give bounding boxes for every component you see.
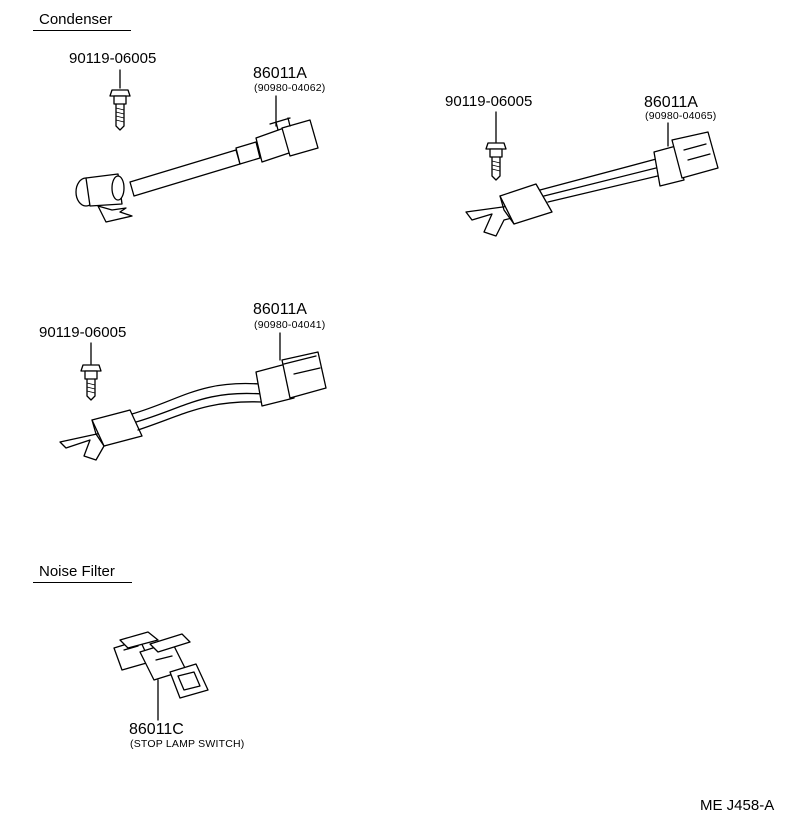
condenser-2-icon	[465, 131, 719, 237]
condenser-section-title: Condenser	[39, 11, 113, 28]
noise-filter-part-number: 86011C	[129, 721, 184, 738]
condenser-2-bolt-icon	[485, 111, 507, 181]
condenser-1-part-number: 86011A	[253, 65, 307, 82]
condenser-3-bolt-icon	[80, 342, 102, 401]
figure-code: ME J458-A	[700, 797, 775, 814]
condenser-1-icon	[75, 117, 319, 223]
noise-filter-title-underline	[33, 582, 132, 583]
condenser-title-underline	[33, 30, 131, 31]
condenser-3-part-number: 86011A	[253, 301, 307, 318]
condenser-3-icon	[59, 351, 327, 461]
condenser-1-sub-number: (90980-04062)	[254, 82, 326, 94]
condenser-3-sub-number: (90980-04041)	[254, 319, 326, 331]
condenser-1-bolt-icon	[109, 69, 131, 131]
noise-filter-section-title: Noise Filter	[39, 563, 115, 580]
condenser-2-bolt-number: 90119-06005	[445, 93, 533, 110]
noise-filter-icon	[113, 631, 209, 699]
condenser-2-sub-number: (90980-04065)	[645, 110, 717, 122]
condenser-3-bolt-number: 90119-06005	[39, 324, 127, 341]
noise-filter-sub-label: (STOP LAMP SWITCH)	[130, 738, 245, 750]
condenser-2-part-number: 86011A	[644, 94, 698, 111]
condenser-1-bolt-number: 90119-06005	[69, 50, 157, 67]
